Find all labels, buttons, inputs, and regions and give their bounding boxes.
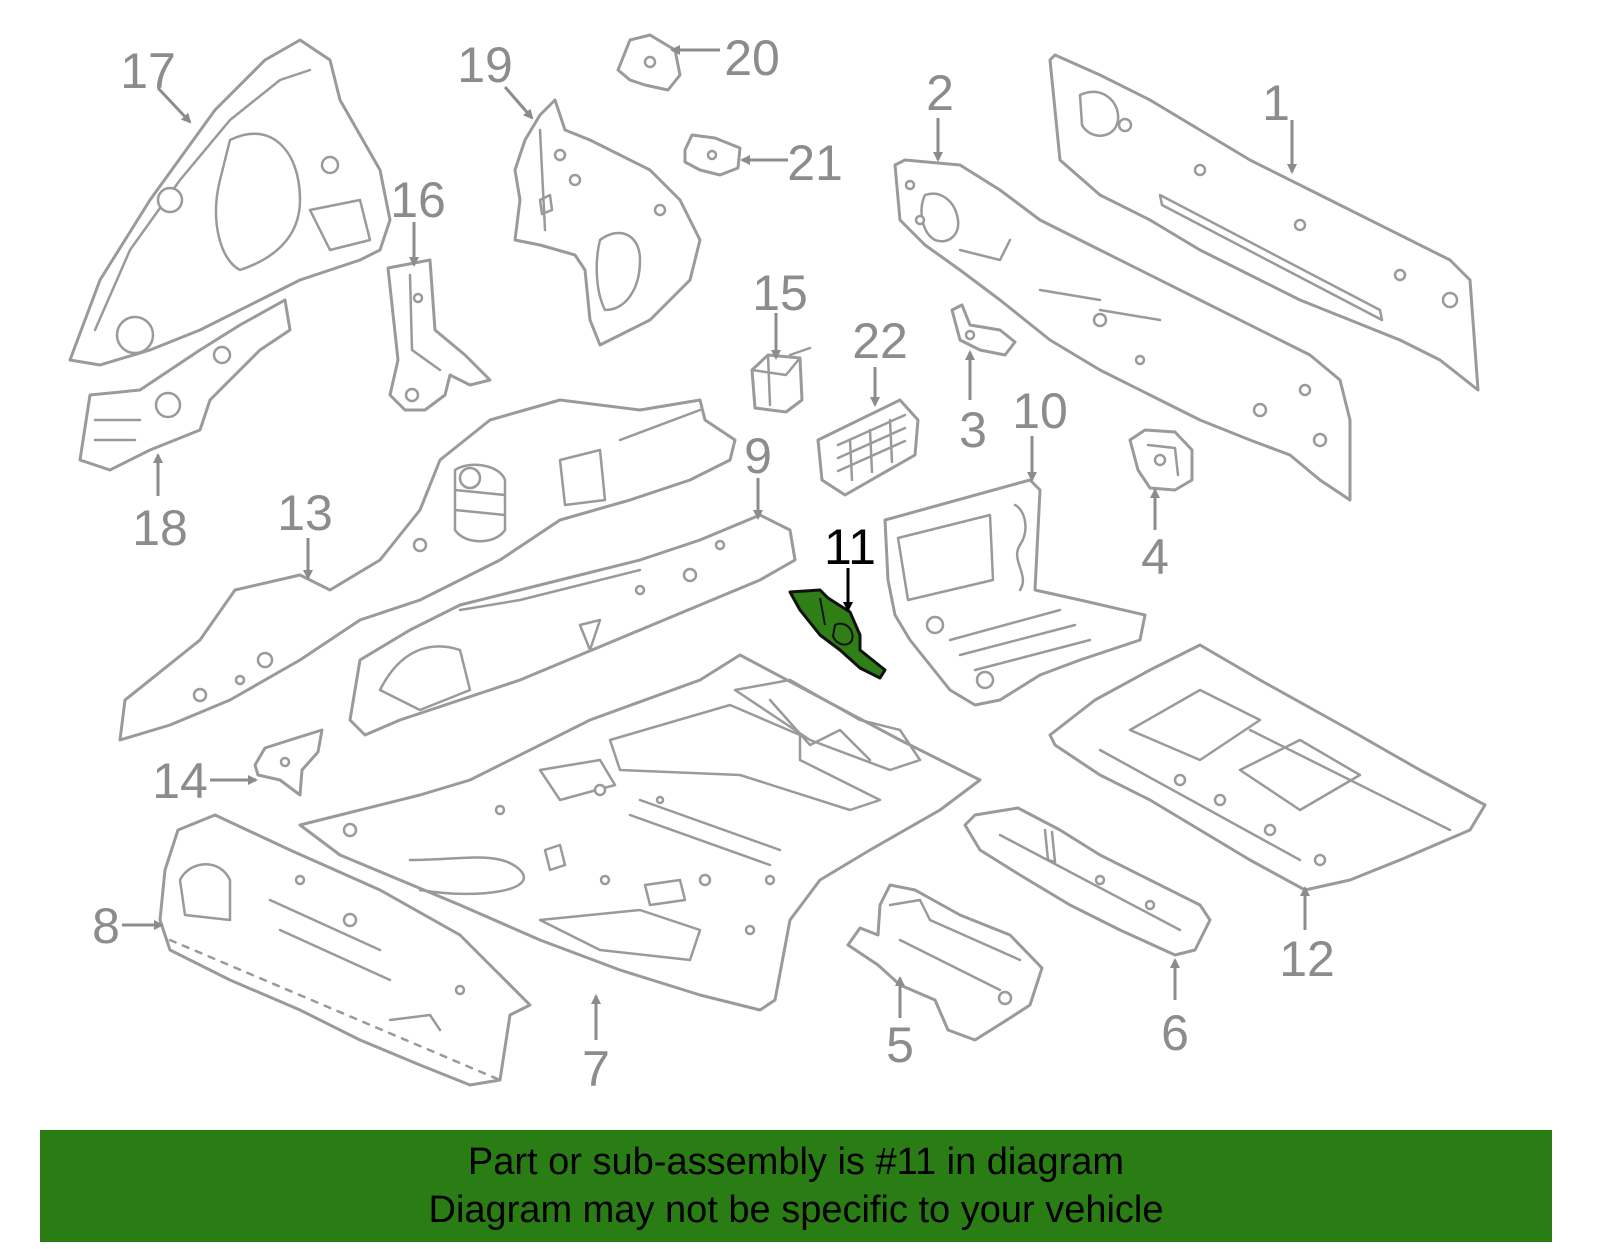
callout-16: 16 <box>390 172 446 228</box>
part-19-inner-quarter-panel[interactable] <box>513 98 702 347</box>
callout-labels: 1 2 3 4 5 6 7 8 9 10 12 13 14 15 16 17 1… <box>92 30 1335 1097</box>
callout-12: 12 <box>1279 931 1335 987</box>
part-1-rear-panel-outer[interactable] <box>1048 53 1480 392</box>
part-11-highlighted-bracket[interactable] <box>788 588 887 680</box>
callout-9: 9 <box>744 428 772 484</box>
leader-lines <box>122 45 1310 1040</box>
callout-4: 4 <box>1141 529 1169 585</box>
callout-11: 11 <box>824 519 876 575</box>
callout-22: 22 <box>852 313 908 369</box>
callout-5: 5 <box>886 1017 914 1073</box>
part-20-small-bracket[interactable] <box>616 33 682 92</box>
part-14-small-bracket[interactable] <box>253 728 324 797</box>
part-3-small-bracket[interactable] <box>950 303 1017 357</box>
part-4-mount-bracket[interactable] <box>1128 428 1194 492</box>
part-10-spare-well-floor[interactable] <box>883 478 1147 707</box>
callout-19: 19 <box>457 37 513 93</box>
callout-18: 18 <box>132 500 188 556</box>
part-18-quarter-reinforcement[interactable] <box>78 298 292 472</box>
parts-diagram: 1 2 3 4 5 6 7 8 9 10 12 13 14 15 16 17 1… <box>68 30 1487 1097</box>
callout-6: 6 <box>1161 1005 1189 1061</box>
callout-2: 2 <box>926 65 954 121</box>
part-2-rear-panel-inner[interactable] <box>893 158 1352 502</box>
part-17-wheelhouse-panel[interactable] <box>68 38 392 367</box>
callout-1: 1 <box>1262 75 1290 131</box>
callout-20: 20 <box>724 30 780 86</box>
part-8-cross-member[interactable] <box>158 813 532 1087</box>
callout-7: 7 <box>582 1041 610 1097</box>
part-16-pillar-bracket[interactable] <box>386 258 492 412</box>
callout-13: 13 <box>277 485 333 541</box>
callout-3: 3 <box>959 402 987 458</box>
callout-21: 21 <box>787 135 843 191</box>
part-15-bracket-box[interactable] <box>750 346 812 414</box>
callout-15: 15 <box>752 265 808 321</box>
caption-banner: Part or sub-assembly is #11 in diagram D… <box>40 1130 1552 1242</box>
part-7-floor-pan[interactable] <box>298 653 982 1012</box>
part-6-cross-bracket[interactable] <box>963 806 1212 957</box>
callout-14: 14 <box>152 753 208 809</box>
callout-8: 8 <box>92 898 120 954</box>
part-9-longitudinal-member[interactable] <box>348 513 797 737</box>
caption-line-1: Part or sub-assembly is #11 in diagram <box>467 1141 1125 1183</box>
callout-17: 17 <box>120 43 176 99</box>
part-21-clip-bracket[interactable] <box>683 133 742 177</box>
caption-line-2: Diagram may not be specific to your vehi… <box>428 1189 1164 1231</box>
part-22-vent-grille[interactable] <box>816 398 920 497</box>
part-12-rear-floor-panel[interactable] <box>1048 643 1487 892</box>
part-5-bracket-assembly[interactable] <box>846 883 1044 1042</box>
callout-10: 10 <box>1012 383 1068 439</box>
